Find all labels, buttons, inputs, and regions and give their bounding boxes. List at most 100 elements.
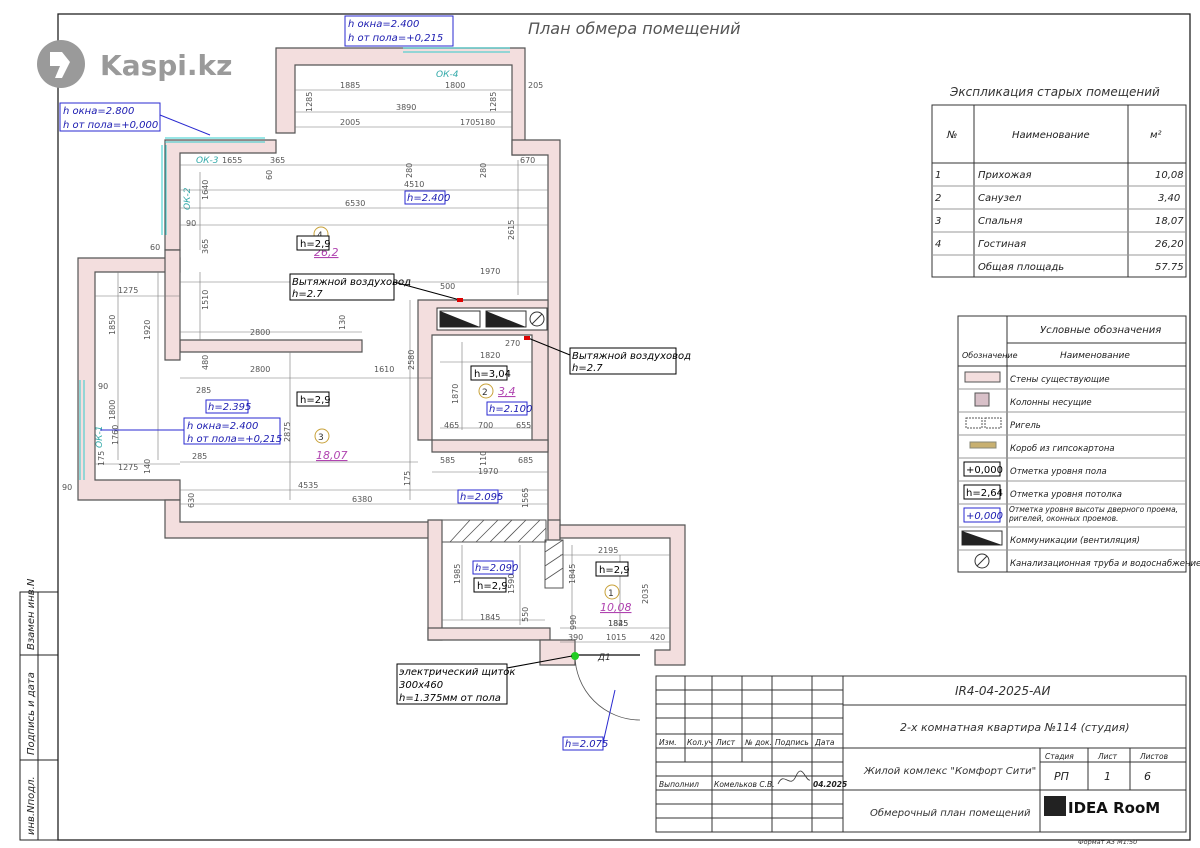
label-plan-dims-5: 1285 [489, 92, 498, 112]
label-plan-dims-19: 90 [186, 219, 196, 228]
label-plan-dims-31: 1820 [480, 351, 500, 360]
label-plan-vent_callouts-1-l1: Вытяжной воздуховод [572, 351, 691, 362]
label-legend-rows-1-name: Колонны несущие [1010, 398, 1092, 408]
panel-callout: электрический щиток 300x460 h=1.375мм от… [396, 655, 573, 705]
room-2: 2 3,4 h=3,04 [470, 365, 516, 399]
room-4: 4 26,2 h=2,9 [296, 226, 339, 259]
label-plan-dims-49: 110 [479, 451, 488, 466]
window-label-ok2: ОК-2 [183, 187, 193, 210]
window-label-ok4: ОК-4 [436, 70, 459, 80]
label-legend-rows-7-name: Коммуникации (вентиляция) [1010, 536, 1140, 546]
label-plan-dims-43: 175 [97, 451, 106, 466]
label-plan-dims-29: 130 [338, 315, 347, 330]
explication-title: Экспликация старых помещений [949, 85, 1160, 99]
label-plan-dims-3: 1285 [305, 92, 314, 112]
label-stamp-col_headers-0: Изм. [659, 738, 677, 747]
label-plan-rooms-3-n: 1 [608, 589, 614, 599]
label-stamp-sheets_h: Листов [1139, 752, 1168, 761]
room-3: 3 18,07 h=2,9 [296, 391, 348, 462]
label-plan-dims-14: 60 [265, 170, 274, 180]
label-plan-dims-44: 1275 [118, 463, 138, 472]
label-legend-headers-0: Обозначение [962, 351, 1018, 360]
label-legend-headers-1: Наименование [1060, 351, 1130, 361]
dimension-lines [95, 89, 670, 643]
side-stamp-2: Подпись и дата [26, 672, 37, 755]
label-plan-dims-11: 280 [405, 163, 414, 178]
label-explication-rows-3-n: 4 [935, 239, 941, 250]
label-plan-blue_levels-1: h=2.395 [208, 402, 251, 413]
label-plan-rooms-2-h: h=3,04 [474, 369, 511, 380]
label-explication-rows-4-name: Общая площадь [978, 261, 1064, 273]
label-plan-dims-35: 480 [201, 355, 210, 370]
label-stamp-sheet_h: Лист [1097, 752, 1118, 761]
label-stamp-sheets: 6 [1144, 770, 1151, 783]
label-stamp-complex: Жилой комлекс "Комфорт Сити" [863, 766, 1036, 777]
window-label-ok1: ОК-1 [95, 426, 105, 448]
side-stamp-1: Взамен инв.N [26, 578, 37, 650]
label-plan-dims-25: 1850 [108, 315, 117, 335]
label-plan-dims-56: 6380 [352, 495, 372, 504]
label-explication-rows-0-name: Прихожая [978, 170, 1032, 181]
label-plan-dims-55: 175 [403, 471, 412, 486]
vent-callout-2: Вытяжной воздуховод h=2.7 [524, 336, 691, 375]
side-stamp-frame [19, 591, 59, 841]
label-plan-dims-16: 1640 [201, 180, 210, 200]
label-plan-dims-48: 585 [440, 456, 455, 465]
label-plan-dims-61: 1845 [568, 564, 577, 584]
label-explication-rows-1-n: 2 [935, 193, 941, 204]
label-plan-rooms-1-n: 3 [318, 433, 324, 443]
label-legend-rows-5-symbol: h=2,64 [966, 488, 1003, 499]
label-stamp-col_headers-4: Подпись [775, 738, 809, 747]
label-plan-blue_levels-2: h=2.100 [489, 404, 532, 415]
label-plan-dims-62: 2035 [641, 584, 650, 604]
title-block: Изм. Кол.уч Лист № док. Подпись Дата Вып… [655, 675, 1187, 846]
label-plan-dims-67: 390 [568, 633, 583, 642]
label-plan-dims-0: 1885 [340, 81, 360, 90]
side-stamp-3: инв.Nподл. [26, 776, 37, 835]
label-plan-window_notes-1-l1: h окна=2.800 [63, 106, 134, 117]
label-legend-rows-4-name: Отметка уровня пола [1010, 467, 1107, 477]
level-markers: h=2.400 h=2.395 h=2.100 h=2.095 h=2.090 … [205, 190, 616, 751]
label-plan-dims-69: 420 [650, 633, 665, 642]
label-stamp-sheet: 1 [1104, 770, 1111, 783]
label-plan-dims-38: 465 [444, 421, 459, 430]
hall-ceiling-level: h=2,9 [477, 581, 508, 592]
label-plan-dims-54: 4535 [298, 481, 318, 490]
label-plan-dims-30: 270 [505, 339, 520, 348]
explication-table: № Наименование м² 1 Прихожая 10,08 2 Сан… [931, 104, 1187, 278]
label-explication-rows-0-n: 1 [935, 170, 941, 181]
label-legend-rows-3-name: Короб из гипсокартона [1010, 444, 1115, 454]
label-plan-dims-40: 655 [516, 421, 531, 430]
label-explication-rows-3-name: Гостиная [978, 239, 1026, 250]
label-plan-dims-52: 90 [62, 483, 72, 492]
label-plan-dims-18: 2615 [507, 220, 516, 240]
label-plan-dims-22: 1970 [480, 267, 500, 276]
label-stamp-stage: РП [1054, 770, 1069, 783]
label-plan-rooms-3-area: 10,08 [600, 601, 632, 614]
label-plan-vent_callouts-0-l1: Вытяжной воздуховод [292, 277, 411, 288]
signature [777, 770, 811, 785]
label-plan-dims-13: 670 [520, 156, 535, 165]
label-plan-rooms-1-area: 18,07 [316, 449, 348, 462]
label-explication-rows-1-name: Санузел [978, 193, 1022, 204]
label-plan-rooms-2-area: 3,4 [498, 385, 516, 398]
label-plan-blue_levels-0: h=2.400 [407, 193, 450, 204]
label-explication-rows-1-area: 3,40 [1158, 193, 1180, 204]
label-stamp-drawing_name: Обмерочный план помещений [870, 807, 1031, 819]
label-legend-rows-2-name: Ригель [1010, 421, 1041, 431]
window-note-ok3: h окна=2.800 h от пола=+0,000 [59, 102, 211, 136]
label-plan-dims-33: 2800 [250, 365, 270, 374]
label-plan-window_notes-1-l2: h от пола=+0,000 [63, 120, 158, 131]
window-label-ok3: ОК-3 [196, 156, 219, 166]
label-explication-rows-2-n: 3 [935, 216, 941, 227]
label-stamp-company: IDEA RooM [1068, 799, 1160, 817]
label-plan-window_notes-2-l2: h от пола=+0,215 [187, 434, 282, 445]
label-explication-rows-2-area: 18,07 [1155, 216, 1184, 227]
legend-table: Условные обозначения Обозначение Наимено… [957, 315, 1200, 573]
label-plan-dims-9: 1655 [222, 156, 242, 165]
label-plan-dims-36: 285 [196, 386, 211, 395]
label-plan-blue_levels-5: h=2.075 [565, 739, 608, 750]
label-plan-window_notes-0-l1: h окна=2.400 [348, 19, 419, 30]
